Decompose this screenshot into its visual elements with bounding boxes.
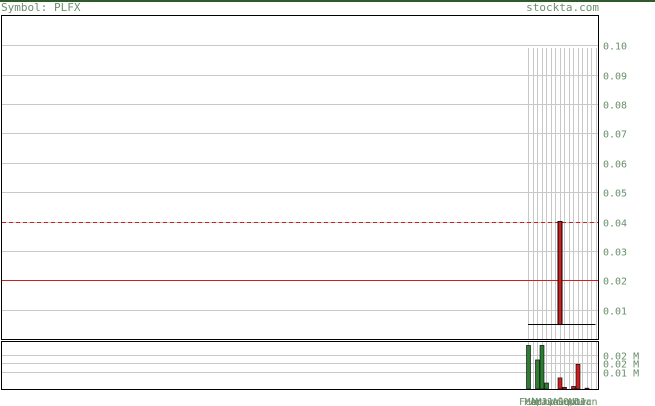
price-gridlines [2,45,598,311]
price-candle [557,221,563,326]
volume-tick-label: 0.02 M [603,352,639,363]
x-tick-label: Jul [547,397,565,406]
volume-tick-label: 0.02 M [603,360,639,371]
time-gridlines [528,48,597,389]
x-tick-label: Oct [563,397,581,406]
volume-bar [575,363,581,390]
price-tick-label: 0.08 [603,101,627,112]
price-tick-label: 0.06 [603,160,627,171]
x-tick-label: Jun [541,397,559,406]
volume-bar [526,345,531,390]
x-tick-label: Nov [569,397,587,406]
price-tick-label: 0.07 [603,130,627,141]
x-tick-label: Feb [519,397,537,406]
reference-lines [2,222,598,281]
volume-bars [526,345,590,390]
volume-bar [557,377,563,390]
x-tick-label: May [536,397,554,406]
price-tick-label: 0.01 [603,307,627,318]
x-tick-label: Apr [530,397,548,406]
x-tick-label: Aug [552,397,570,406]
price-tick-label: 0.04 [603,219,627,230]
volume-bar [562,386,567,390]
price-panel-frame [1,15,599,340]
x-tick-label: Sep [558,397,576,406]
price-tick-label: 0.09 [603,72,627,83]
x-tick-label: Mar [525,397,543,406]
top-rule [0,0,655,2]
watermark: stockta.com [526,1,599,14]
symbol-label: Symbol: PLFX [1,1,81,14]
volume-gridlines [2,355,598,373]
volume-bar [571,386,576,390]
volume-y-ticks: 0.02 M0.02 M0.01 M [603,352,639,380]
price-tick-label: 0.03 [603,248,627,259]
volume-bar [544,382,549,390]
price-y-ticks: 0.10 0.09 0.08 0.07 0.06 0.05 0.04 0.03 0.02 0.01 [603,42,627,318]
price-tick-label: 0.05 [603,189,627,200]
volume-tick-label: 0.01 M [603,369,639,380]
price-tick-label: 0.10 [603,42,627,53]
volume-bar [584,387,590,390]
volume-bar [535,359,540,390]
x-tick-label: Jan [580,397,598,406]
x-tick-label: Dec [574,397,592,406]
price-marks [528,221,596,326]
volume-panel-frame [1,341,599,390]
volume-bar [539,345,545,390]
price-tick-label: 0.02 [603,277,627,288]
